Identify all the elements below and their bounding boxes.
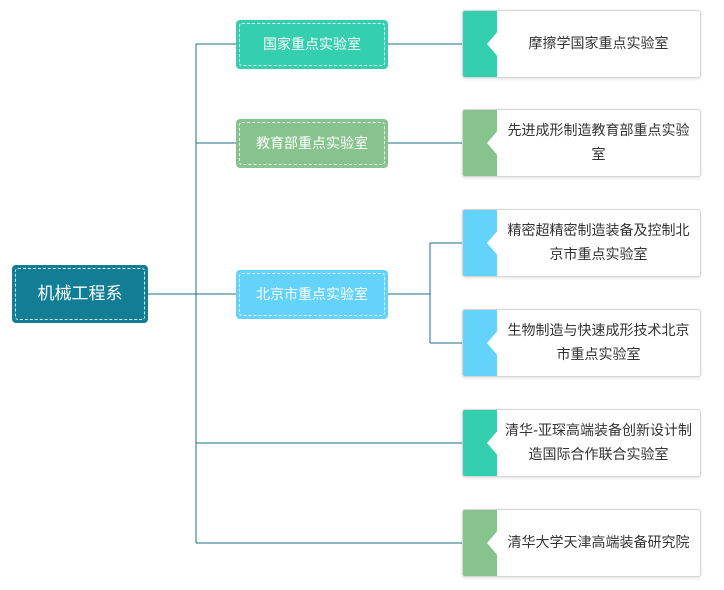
leaf-notch-icon (487, 510, 500, 576)
leaf-node-3-text: 精密超精密制造装备及控制北京市重点实验室 (507, 223, 690, 263)
leaf-notch-icon (487, 310, 500, 376)
leaf-notch-icon (487, 410, 500, 476)
mid-node-national[interactable]: 国家重点实验室 (236, 20, 388, 69)
leaf-notch-icon (487, 11, 500, 77)
root-node[interactable]: 机械工程系 (12, 265, 148, 323)
mid-node-ministry-label: 教育部重点实验室 (256, 135, 368, 152)
leaf-node-1-text: 摩擦学国家重点实验室 (528, 36, 669, 52)
leaf-notch-icon (487, 110, 500, 176)
leaf-node-2[interactable]: 先进成形制造教育部重点实验室 (462, 109, 701, 177)
root-node-label: 机械工程系 (37, 284, 123, 304)
leaf-node-4-text: 生物制造与快速成形技术北京市重点实验室 (507, 323, 690, 363)
mid-node-ministry[interactable]: 教育部重点实验室 (236, 119, 388, 168)
leaf-node-5-text: 清华-亚琛高端装备创新设计制造国际合作联合实验室 (504, 423, 693, 463)
leaf-node-1[interactable]: 摩擦学国家重点实验室 (462, 10, 701, 78)
leaf-node-2-text: 先进成形制造教育部重点实验室 (507, 123, 690, 163)
leaf-node-3[interactable]: 精密超精密制造装备及控制北京市重点实验室 (462, 209, 701, 277)
leaf-node-6[interactable]: 清华大学天津高端装备研究院 (462, 509, 701, 577)
leaf-node-4[interactable]: 生物制造与快速成形技术北京市重点实验室 (462, 309, 701, 377)
leaf-node-6-text: 清华大学天津高端装备研究院 (507, 535, 690, 551)
mid-node-national-label: 国家重点实验室 (263, 36, 361, 53)
leaf-notch-icon (487, 210, 500, 276)
leaf-node-5[interactable]: 清华-亚琛高端装备创新设计制造国际合作联合实验室 (462, 409, 701, 477)
mid-node-beijing[interactable]: 北京市重点实验室 (236, 270, 388, 319)
mid-node-beijing-label: 北京市重点实验室 (256, 286, 368, 303)
